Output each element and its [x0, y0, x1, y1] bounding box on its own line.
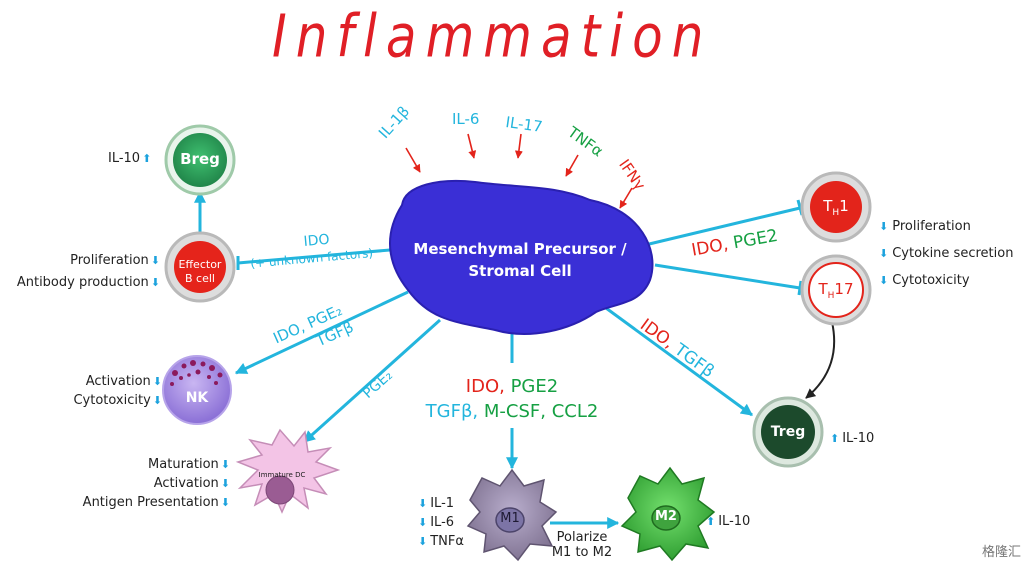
mac-ccl2: CCL2: [551, 401, 599, 422]
up-arrow-icon: ⬆: [706, 515, 716, 528]
th17-label: TH17: [806, 280, 866, 301]
cytokine-il6: IL-6: [452, 110, 480, 128]
mesenchymal-label-line2: Stromal Cell: [468, 262, 572, 280]
down-arrow-icon: ⬇: [150, 276, 160, 289]
th17-cell: [800, 254, 872, 326]
down-arrow-icon: ⬇: [220, 477, 230, 490]
immature-dc-label: Immature DC: [258, 471, 306, 479]
down-arrow-icon: ⬇: [152, 394, 162, 407]
up-arrow-icon: ⬆: [142, 152, 152, 165]
arrow-th17-to-treg: [805, 321, 836, 399]
m2-macrophage: [620, 466, 716, 562]
arrow-to-effector-b: [237, 248, 391, 265]
effect-nk-cytotoxicity: Cytotoxicity: [73, 393, 151, 408]
effects-nk: Activation⬇ Cytotoxicity⬇: [40, 372, 162, 410]
label-polarize: Polarize M1 to M2: [547, 530, 617, 560]
effects-th: ⬇Proliferation ⬇Cytokine secretion ⬇Cyto…: [879, 213, 1013, 294]
down-arrow-icon: ⬇: [879, 247, 889, 260]
effect-breg-il10-text: IL-10: [108, 151, 141, 166]
mac-pge2: PGE2: [510, 376, 559, 397]
th17-label-suffix: 17: [834, 280, 854, 298]
down-arrow-icon: ⬇: [220, 496, 230, 509]
page-title: Inflammation: [272, 2, 713, 71]
effect-proliferation-b: Proliferation: [70, 253, 149, 268]
th1-label-sub: H: [832, 208, 840, 218]
arrow-to-th1: [644, 206, 801, 247]
down-arrow-icon: ⬇: [879, 274, 889, 287]
effect-treg-il10: ⬆IL-10: [830, 431, 874, 446]
arrow-to-th17: [654, 263, 801, 290]
effect-m2-il10: ⬆IL-10: [706, 514, 750, 529]
effect-breg-il10: IL-10⬆: [108, 151, 151, 166]
effector-b-label: Effector B cell: [170, 258, 230, 286]
th17-label-main: T: [818, 280, 828, 298]
down-arrow-icon: ⬇: [150, 254, 160, 267]
th1-label: TH1: [806, 197, 866, 218]
mac-ido: IDO,: [465, 376, 505, 397]
effect-m2-il10-text: IL-10: [718, 514, 751, 529]
effect-m1-il6: IL-6: [430, 515, 455, 530]
effects-dc: Maturation⬇ Activation⬇ Antigen Presenta…: [40, 455, 230, 512]
down-arrow-icon: ⬇: [418, 535, 428, 548]
th1-label-main: T: [823, 197, 833, 215]
effect-th-cytotoxicity: Cytotoxicity: [892, 273, 970, 288]
th17-label-sub: H: [827, 291, 835, 301]
breg-cell: [164, 124, 236, 196]
effector-b-label-line1: Effector: [178, 258, 222, 271]
effect-m1-tnfa: TNFα: [430, 534, 464, 549]
mesenchymal-cell-body: [389, 179, 654, 335]
th1-cell: [800, 171, 872, 243]
immature-dc-cell: [235, 428, 341, 514]
down-arrow-icon: ⬇: [418, 497, 428, 510]
brand-watermark: 格隆汇: [981, 545, 1021, 560]
m2-label: M2: [655, 509, 677, 524]
label-to-effector-b: IDO (+ unknown factors): [250, 228, 374, 271]
mesenchymal-label-line1: Mesenchymal Precursor /: [413, 240, 627, 258]
label-polarize-line2: M1 to M2: [551, 545, 613, 560]
effects-effector-b: Proliferation⬇ Antibody production⬇: [0, 250, 160, 294]
down-arrow-icon: ⬇: [879, 220, 889, 233]
effects-m1: ⬇IL-1 ⬇IL-6 ⬇TNFα: [418, 494, 464, 551]
down-arrow-icon: ⬇: [418, 516, 428, 529]
effect-m1-il1: IL-1: [430, 496, 455, 511]
arrow-to-treg: [594, 298, 753, 417]
label-polarize-line1: Polarize: [556, 530, 608, 545]
m1-macrophage: [466, 468, 558, 562]
down-arrow-icon: ⬇: [152, 375, 162, 388]
effect-dc-antigen-presentation: Antigen Presentation: [82, 495, 219, 510]
arrow-to-nk: [234, 290, 409, 375]
effector-b-label-line2: B cell: [185, 272, 215, 285]
effector-b-cell: [164, 231, 236, 303]
treg-label: Treg: [770, 424, 806, 440]
effect-dc-activation: Activation: [153, 476, 219, 491]
breg-label: Breg: [180, 150, 220, 168]
nk-label: NK: [185, 390, 209, 406]
pathway-arrows: [194, 190, 804, 529]
treg-cell: [752, 396, 824, 468]
nk-cell: [162, 355, 232, 425]
incoming-arrows: [405, 133, 633, 209]
effect-dc-maturation: Maturation: [148, 457, 219, 472]
effect-nk-activation: Activation: [85, 374, 151, 389]
effect-th-cytokine-secretion: Cytokine secretion: [892, 246, 1014, 261]
th1-label-suffix: 1: [839, 197, 849, 215]
effect-treg-il10-text: IL-10: [842, 431, 875, 446]
m1-label: M1: [500, 511, 520, 526]
mac-mcsf: M-CSF,: [483, 401, 546, 422]
effect-th-proliferation: Proliferation: [892, 219, 971, 234]
inhibit-bar-th17: [797, 280, 803, 296]
arrow-to-dc: [302, 318, 442, 444]
down-arrow-icon: ⬇: [220, 458, 230, 471]
label-to-macrophage: IDO, PGE2 TGFβ, M-CSF, CCL2: [420, 374, 604, 424]
mesenchymal-cell-label: Mesenchymal Precursor / Stromal Cell: [400, 238, 640, 282]
mac-tgfb: TGFβ,: [425, 401, 479, 422]
effect-antibody-production: Antibody production: [16, 275, 149, 290]
up-arrow-icon: ⬆: [830, 432, 840, 445]
